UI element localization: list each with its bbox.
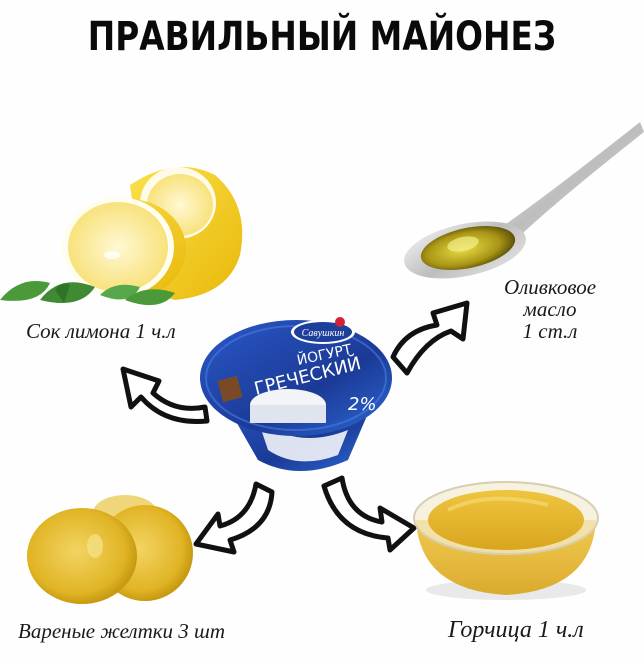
arrow-down-left-icon [193,481,275,555]
boiled-yolks-image [27,495,193,604]
olive-oil-label: Оливковое масло 1 ст.л [480,276,620,342]
mustard-label: Горчица 1 ч.л [448,617,584,643]
yogurt-fat: 2% [348,394,377,415]
boiled-yolks-label: Вареные желтки 3 шт [18,619,226,643]
olive-oil-spoon-image [404,122,644,279]
yogurt-brand: Савушкин [302,328,345,339]
greek-yogurt-image: Савушкин ЙОГУРТ ГРЕЧЕСКИЙ 2% [200,317,392,471]
olive-oil-label-line-1: Оливковое [503,275,597,299]
arrow-up-left-icon [120,366,210,424]
lemon-label: Сок лимона 1 ч.л [26,319,176,343]
arrow-up-right-icon [390,300,470,376]
olive-oil-label-line-3: 1 ст.л [522,319,578,344]
mustard-bowl-image [413,481,599,600]
arrow-down-right-icon [321,475,417,553]
lemon-image [0,167,243,306]
olive-oil-label-line-2: масло [523,297,577,322]
page-title: ПРАВИЛЬНЫЙ МАЙОНЕЗ [87,14,557,60]
